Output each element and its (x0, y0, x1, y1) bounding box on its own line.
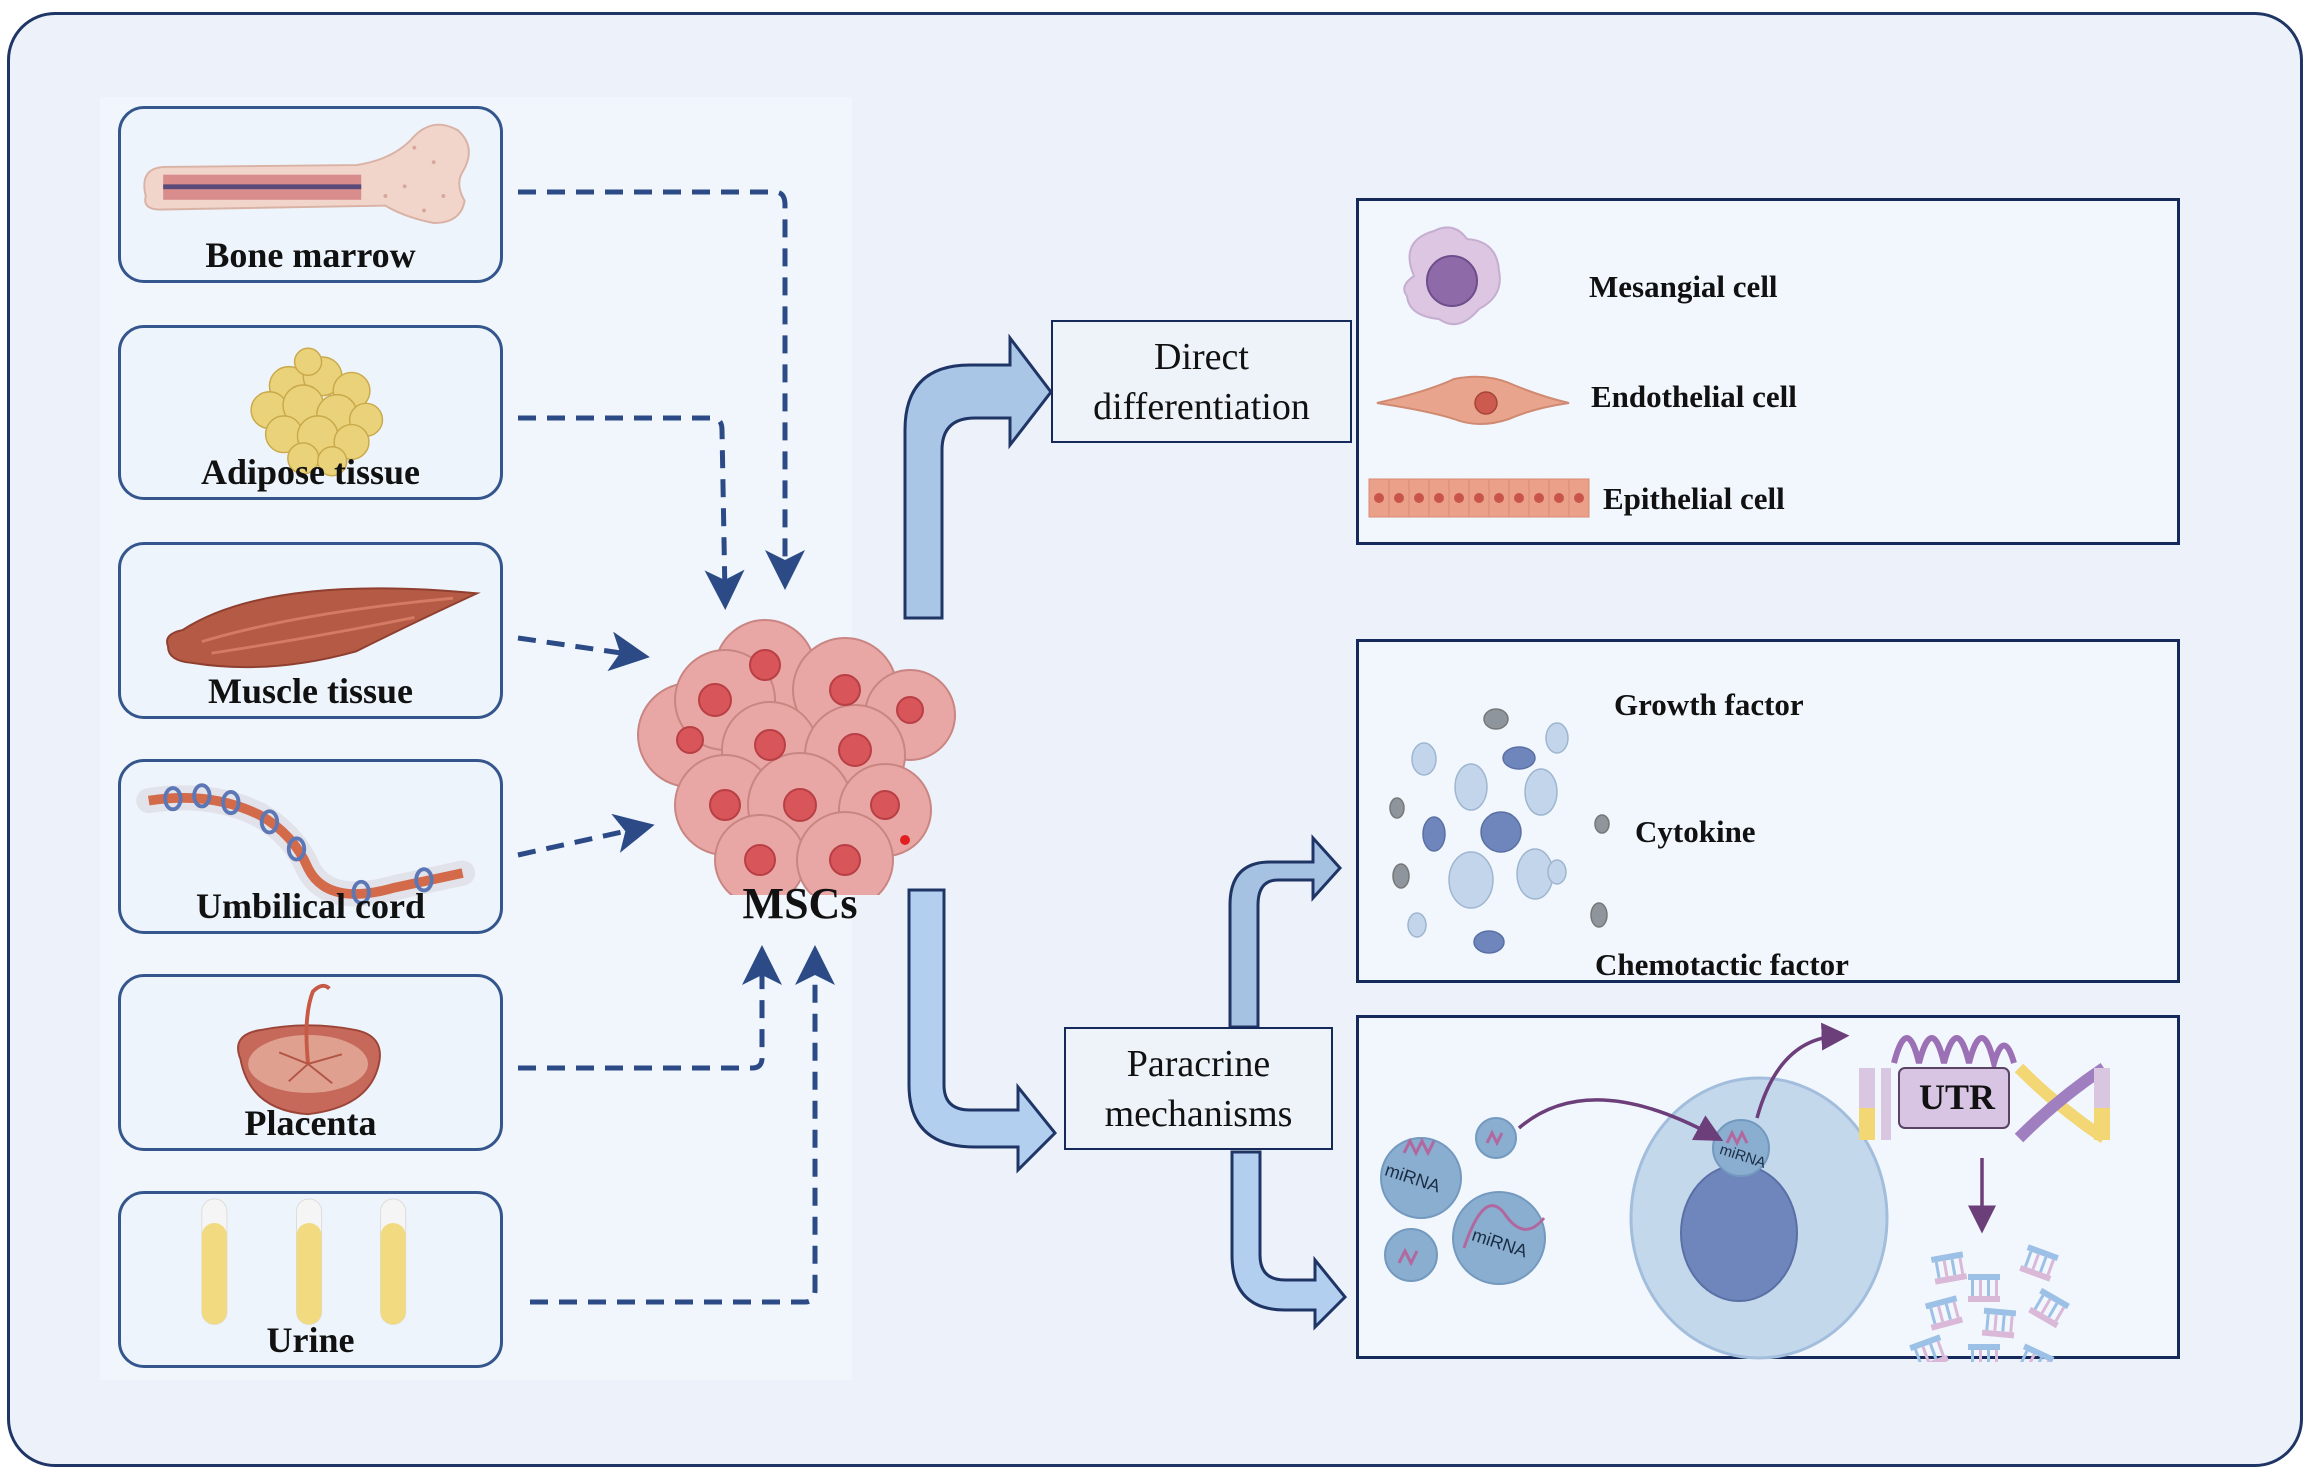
block-arrow-paracrine (907, 888, 1058, 1174)
direct-line1: Direct (1154, 335, 1249, 378)
mirna-target-arrow (1755, 1022, 1850, 1119)
growth-factor-label: Growth factor (1614, 687, 1804, 722)
source-umbilical-cord: Umbilical cord (118, 759, 503, 934)
msc-cluster-icon (637, 619, 956, 895)
block-arrow-direct-differentiation (903, 333, 1053, 620)
adipose-tissue-icon (250, 347, 384, 477)
epithelial-cell-label: Epithelial cell (1603, 481, 1785, 516)
secreted-factors-box: Growth factor Cytokine Chemotactic facto… (1356, 639, 2180, 983)
mirna-illustration (1380, 1022, 2110, 1362)
dashed-arrow-bone-marrow (518, 189, 805, 590)
bone-marrow-icon (143, 123, 470, 224)
dashed-arrow-adipose (518, 415, 745, 610)
source-label: Bone marrow (205, 235, 416, 275)
epithelial-cell-icon (1368, 478, 1590, 518)
source-adipose-tissue: Adipose tissue (118, 325, 503, 500)
mirna-uptake-arrow (1517, 1098, 1724, 1142)
mrna-fragment (2018, 1343, 2055, 1362)
endothelial-cell-icon (1376, 375, 1570, 425)
mirna-mechanism-box: miRNA miRNA miRNA UTR (1356, 1015, 2180, 1362)
source-muscle-tissue: Muscle tissue (118, 542, 503, 719)
mrna-fragment (1968, 1274, 2000, 1302)
chemotactic-factor-label: Chemotactic factor (1595, 947, 1849, 982)
degraded-mrna-fragments (1909, 1244, 2070, 1362)
msc-label: MSCs (742, 879, 858, 928)
utr-dna-icon (1859, 1035, 2110, 1143)
source-urine: Urine (118, 1191, 503, 1368)
dashed-arrow-urine (530, 945, 835, 1305)
direct-differentiation-box: Direct differentiation (1051, 320, 1352, 443)
mirna-vesicles (1380, 1117, 1546, 1285)
source-label: Urine (266, 1320, 355, 1360)
mesangial-cell-label: Mesangial cell (1589, 269, 1778, 304)
mrna-fragment (1981, 1307, 2017, 1339)
paracrine-line1: Paracrine (1126, 1042, 1271, 1085)
cytokine-label: Cytokine (1635, 814, 1756, 849)
mrna-fragment (1930, 1251, 1968, 1285)
cell-icons (1368, 226, 1590, 518)
direct-line2: differentiation (1093, 385, 1310, 428)
endothelial-cell-label: Endothelial cell (1591, 379, 1797, 414)
differentiated-cells-box: Mesangial cell Endothelial cell Epitheli… (1356, 198, 2180, 545)
paracrine-mechanisms-box: Paracrine mechanisms (1064, 1027, 1333, 1150)
mrna-fragment (2019, 1244, 2059, 1282)
dashed-arrow-muscle (517, 631, 650, 672)
umbilical-cord-icon (136, 783, 476, 907)
target-cell-icon (1629, 1076, 1889, 1360)
source-label: Adipose tissue (200, 452, 421, 492)
urine-tubes-icon (201, 1198, 407, 1325)
source-bone-marrow: Bone marrow (118, 106, 503, 283)
utr-label: UTR (1919, 1077, 1996, 1117)
block-arrow-to-mirna (1230, 1150, 1348, 1331)
secreted-factor-icons (1389, 708, 1610, 954)
source-placenta: Placenta (118, 974, 503, 1151)
mrna-fragment (1909, 1334, 1949, 1362)
mrna-fragment (1924, 1295, 1964, 1331)
block-arrow-to-factors (1228, 834, 1343, 1029)
mesangial-cell-icon (1403, 226, 1501, 326)
source-label: Umbilical cord (196, 886, 425, 926)
mrna-fragment (2028, 1287, 2070, 1329)
muscle-tissue-icon (166, 587, 481, 669)
source-label: Placenta (244, 1103, 377, 1143)
paracrine-line2: mechanisms (1104, 1092, 1293, 1135)
source-label: Muscle tissue (208, 671, 413, 711)
mrna-fragment (1968, 1344, 2000, 1362)
placenta-icon (237, 983, 381, 1116)
dashed-arrow-umbilical (517, 813, 655, 858)
dashed-arrow-placenta (518, 945, 782, 1071)
